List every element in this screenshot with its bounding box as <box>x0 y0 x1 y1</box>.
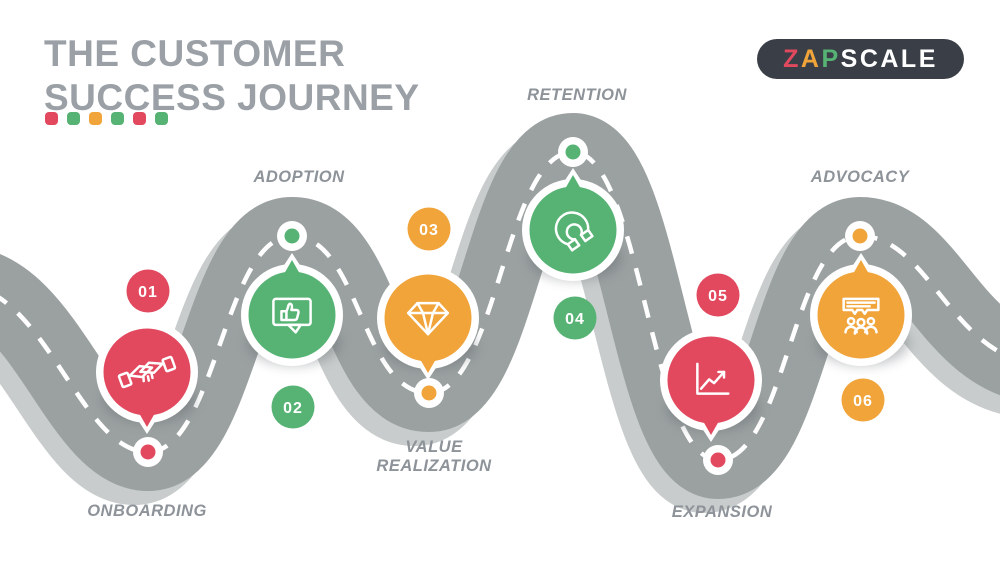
diamond-icon <box>406 301 450 336</box>
pin-circle <box>248 271 336 359</box>
handshake-icon <box>117 355 177 389</box>
logo-letter-z: Z <box>783 44 801 73</box>
road-stop-dot-center <box>852 228 868 244</box>
step-number: 06 <box>853 393 873 410</box>
road-centerline <box>0 149 1000 463</box>
accent-dot <box>67 112 80 125</box>
step-number-badge <box>553 296 597 340</box>
road-stop-dot-center <box>140 444 156 460</box>
step-number: 01 <box>138 284 158 301</box>
step-number: 05 <box>708 288 728 305</box>
step-number-badge <box>271 385 315 429</box>
accent-dot <box>155 112 168 125</box>
road-stop-dot-center <box>421 385 437 401</box>
step-number: 02 <box>283 400 303 417</box>
pin-circle <box>529 186 617 274</box>
stage-label-retention: RETENTION <box>527 86 627 104</box>
step-number-badge <box>126 269 170 313</box>
step-number: 04 <box>565 311 585 328</box>
winding-road <box>0 112 1000 514</box>
milestone-advocacy: 06 <box>810 221 912 422</box>
stage-label-onboarding: ONBOARDING <box>87 502 207 520</box>
pin-circle <box>817 271 905 359</box>
magnet-icon <box>554 211 594 252</box>
accent-dot <box>111 112 124 125</box>
milestone-expansion: 05 <box>660 273 762 475</box>
logo-letter-a: A <box>800 44 822 73</box>
pin-circle <box>384 274 472 362</box>
stage-label-value-realization: VALUE REALIZATION <box>376 438 492 475</box>
milestone-value-realization: 03 <box>377 207 479 408</box>
road-stop-dot-center <box>284 228 300 244</box>
milestone-retention: 04 <box>522 137 624 340</box>
zapscale-logo: Z A P SCALE <box>757 39 964 79</box>
milestone-onboarding: 01 <box>96 269 198 467</box>
milestone-adoption: 02 <box>241 221 343 429</box>
stage-label-advocacy: ADVOCACY <box>810 168 910 186</box>
logo-letters-scale: SCALE <box>840 44 938 73</box>
stage-label-expansion: EXPANSION <box>671 503 773 521</box>
title-accent-dots <box>45 112 168 125</box>
step-number: 03 <box>419 222 439 239</box>
logo-letter-p: P <box>821 44 841 73</box>
step-number-badge <box>407 207 451 251</box>
page-title: THE CUSTOMER SUCCESS JOURNEY <box>44 32 420 120</box>
step-number-badge <box>841 378 885 422</box>
audience-speech-icon <box>842 297 880 335</box>
accent-dot <box>133 112 146 125</box>
thumbs-up-message-icon <box>272 297 312 334</box>
growth-chart-icon <box>696 362 730 395</box>
accent-dot <box>89 112 102 125</box>
road-stop-dot-center <box>710 452 726 468</box>
road-stop-dot-center <box>565 144 581 160</box>
page-title-line1: THE CUSTOMER <box>44 33 346 74</box>
step-number-badge <box>696 273 740 317</box>
accent-dot <box>45 112 58 125</box>
page-title-line2: SUCCESS JOURNEY <box>44 77 420 118</box>
stage-label-adoption: ADOPTION <box>253 168 345 186</box>
